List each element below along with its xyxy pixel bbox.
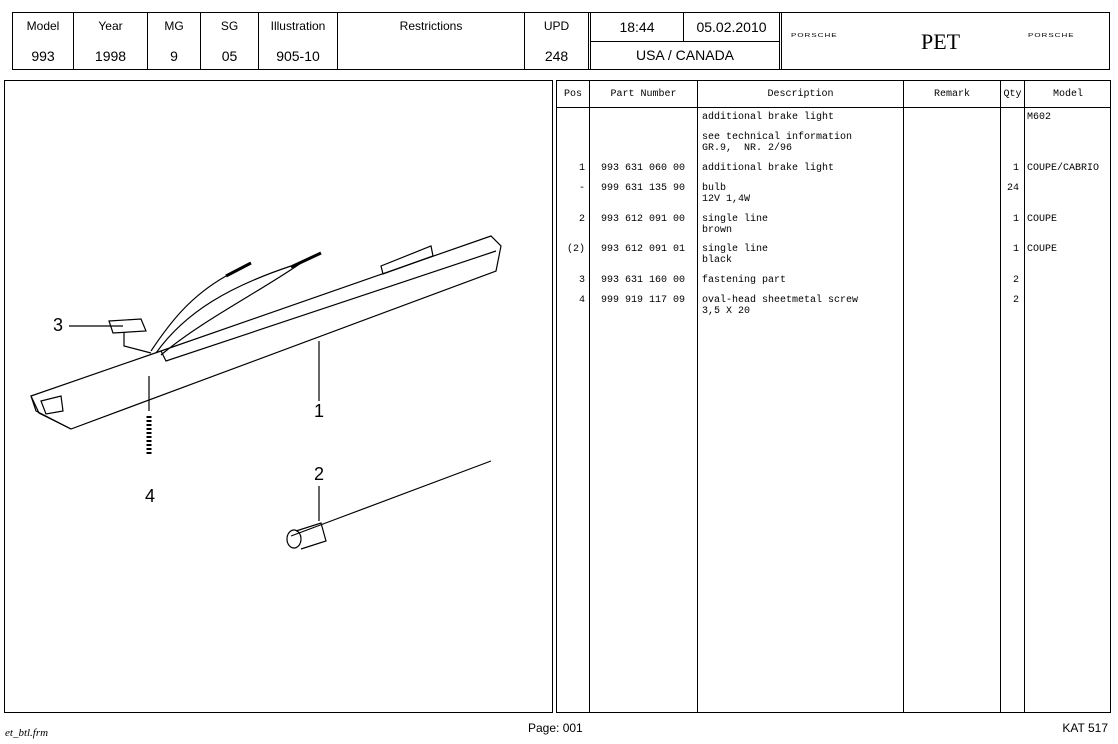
col-remark: Remark bbox=[933, 89, 970, 100]
callout-1: 1 bbox=[314, 401, 325, 421]
table-row[interactable]: additional brake light M602 bbox=[557, 112, 1110, 134]
cell-desc: oval-head sheetmetal screw bbox=[702, 295, 859, 306]
table-row[interactable]: 3 993 631 160 00 fastening part 2 bbox=[557, 275, 1110, 297]
brake-light-drawing bbox=[30, 235, 502, 550]
pet-logo: PET bbox=[921, 29, 961, 54]
callout-3: 3 bbox=[53, 315, 64, 335]
cell-qty: 1 bbox=[1012, 214, 1019, 225]
cell-pos: 2 bbox=[578, 214, 585, 225]
table-row[interactable]: 4 999 919 117 09 oval-head sheetmetal scre… bbox=[557, 295, 1110, 317]
header-time: 18:44 bbox=[591, 13, 684, 42]
col-model: Model bbox=[1052, 89, 1083, 100]
cell-desc: additional brake light bbox=[702, 163, 835, 174]
cell-part: 999 919 117 09 bbox=[601, 295, 686, 306]
footer-file: et_btl.frm bbox=[5, 727, 49, 739]
col-pos: Pos bbox=[563, 89, 582, 100]
cell-desc2: black bbox=[702, 255, 733, 266]
fastening-part bbox=[108, 318, 147, 334]
col-part-number: Part Number bbox=[610, 89, 677, 100]
porsche-logo-right: PORSCHE bbox=[1028, 32, 1075, 39]
cell-pos: 3 bbox=[578, 275, 585, 286]
cell-qty: 24 bbox=[1006, 183, 1019, 194]
cell-model: COUPE bbox=[1027, 214, 1058, 225]
parts-table: Pos Part Number Description Remark Qty M… bbox=[556, 80, 1111, 713]
cell-part: 993 631 060 00 bbox=[601, 163, 686, 174]
callout-4: 4 bbox=[145, 486, 156, 506]
brake-light-body bbox=[30, 235, 502, 430]
porsche-logo-left: PORSCHE bbox=[791, 32, 838, 39]
cell-part: 993 612 091 01 bbox=[601, 244, 686, 255]
cell-desc: bulb bbox=[702, 183, 727, 194]
cell-desc: fastening part bbox=[702, 275, 787, 286]
col-qty: Qty bbox=[1003, 89, 1022, 100]
cell-desc2: 3,5 X 20 bbox=[702, 306, 751, 317]
cell-part: 993 631 160 00 bbox=[601, 275, 686, 286]
cell-model: COUPE bbox=[1027, 244, 1058, 255]
cell-pos: - bbox=[578, 183, 585, 194]
table-row[interactable]: 1 993 631 060 00 additional brake light 1 CO… bbox=[557, 163, 1110, 185]
cell-pos: (2) bbox=[566, 244, 585, 255]
cell-desc2: GR.9, NR. 2/96 bbox=[702, 143, 793, 154]
col-description: Description bbox=[767, 89, 834, 100]
header-restrictions: Restrictions bbox=[338, 13, 525, 69]
cell-qty: 1 bbox=[1012, 244, 1019, 255]
cell-part: 999 631 135 90 bbox=[601, 183, 686, 194]
illustration-panel: 3 1 2 4 bbox=[4, 80, 553, 713]
cell-model: M602 bbox=[1027, 112, 1052, 123]
footer-page: Page: 001 bbox=[528, 721, 583, 735]
cell-pos: 1 bbox=[578, 163, 585, 174]
header-region: USA / CANADA bbox=[635, 47, 735, 63]
cell-part: 993 612 091 00 bbox=[601, 214, 686, 225]
cell-model: COUPE/CABRIO bbox=[1027, 163, 1100, 174]
cell-desc: additional brake light bbox=[702, 112, 835, 123]
callout-2: 2 bbox=[314, 464, 325, 484]
cell-desc: see technical information bbox=[702, 132, 853, 143]
header-date: 05.02.2010 bbox=[684, 13, 779, 42]
cell-desc: single line bbox=[702, 214, 769, 225]
cell-qty: 2 bbox=[1012, 295, 1019, 306]
footer-catalog: KAT 517 bbox=[1062, 721, 1108, 735]
wires bbox=[150, 262, 302, 356]
single-line bbox=[290, 460, 492, 537]
cell-qty: 1 bbox=[1012, 163, 1019, 174]
cell-qty: 2 bbox=[1012, 275, 1019, 286]
header-datetime: 18:44 05.02.2010 USA / CANADA bbox=[591, 13, 782, 69]
cell-desc2: 12V 1,4W bbox=[702, 194, 751, 205]
cell-desc: single line bbox=[702, 244, 769, 255]
cell-pos: 4 bbox=[578, 295, 585, 306]
cell-desc2: brown bbox=[702, 225, 733, 236]
